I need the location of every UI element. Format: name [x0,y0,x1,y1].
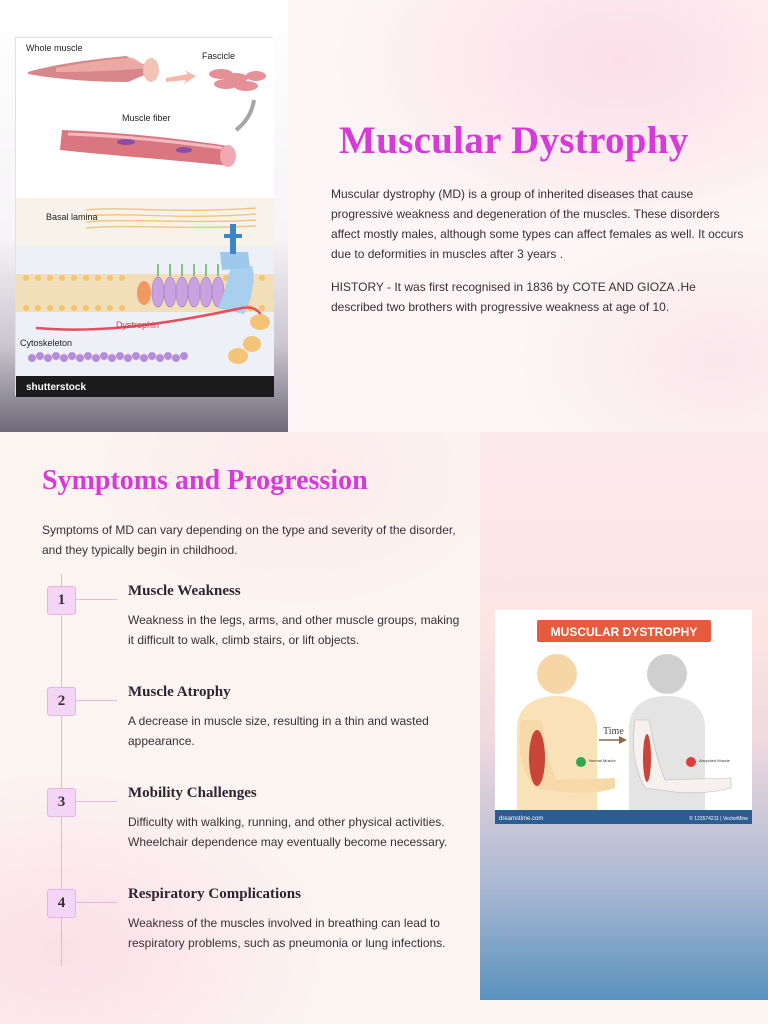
atrophy-illustration: MUSCULAR DYSTROPHY Normal Muscle Time At… [495,610,752,824]
label-fascicle: Fascicle [202,51,235,61]
history-paragraph: HISTORY - It was first recognised in 183… [331,280,696,314]
step-number-badge: 2 [47,687,76,716]
step-connector [62,599,117,600]
step-title: Muscle Atrophy [128,684,231,700]
label-atrophied-muscle: Atrophied Muscle [699,758,731,763]
step-number-badge: 1 [47,586,76,615]
label-brand: shutterstock [26,382,86,393]
label-muscle-fiber: Muscle fiber [122,113,171,123]
timeline-step: 1 Muscle Weakness Weakness in the legs, … [0,574,470,664]
label-dystrophin: Dystrophin [116,320,159,330]
step-number-badge: 3 [47,788,76,817]
time-label: Time [603,726,624,737]
step-text: A decrease in muscle size, resulting in … [128,714,429,748]
label-basal-lamina: Basal lamina [46,212,98,222]
description-paragraph: Muscular dystrophy (MD) is a group of in… [331,187,744,261]
timeline-step: 2 Muscle Atrophy A decrease in muscle si… [0,675,470,765]
timeline-step: 4 Respiratory Complications Weakness of … [0,877,470,967]
step-text: Weakness of the muscles involved in brea… [128,916,446,950]
intro-paragraph: Symptoms of MD can vary depending on the… [42,523,456,557]
step-title: Muscle Weakness [128,583,241,599]
step-text: Difficulty with walking, running, and ot… [128,815,448,849]
illustration-panel: MUSCULAR DYSTROPHY Normal Muscle Time At… [480,432,768,1000]
slide-muscular-dystrophy: Whole muscle Fascicle Muscle fiber [0,0,768,432]
step-title: Mobility Challenges [128,785,257,801]
image-panel: Whole muscle Fascicle Muscle fiber [0,0,288,432]
page-title: Muscular Dystrophy [339,119,689,162]
label-whole-muscle: Whole muscle [26,43,83,53]
banner-text: MUSCULAR DYSTROPHY [551,625,698,639]
slide-symptoms: Symptoms and Progression Symptoms of MD … [0,432,768,1024]
timeline-step: 3 Mobility Challenges Difficulty with wa… [0,776,470,866]
footer-right-text: © 123574211 | VectorMine [689,815,748,822]
label-cytoskeleton: Cytoskeleton [20,338,72,348]
section-title: Symptoms and Progression [42,465,368,496]
step-text: Weakness in the legs, arms, and other mu… [128,613,460,647]
step-connector [62,902,117,903]
label-normal-muscle: Normal Muscle [589,758,616,763]
step-connector [62,700,117,701]
timeline-line [61,574,62,966]
muscle-anatomy-image: Whole muscle Fascicle Muscle fiber [15,37,274,397]
step-connector [62,801,117,802]
step-number-badge: 4 [47,889,76,918]
footer-left-text: dreamstime.com [499,816,543,822]
step-title: Respiratory Complications [128,886,301,902]
